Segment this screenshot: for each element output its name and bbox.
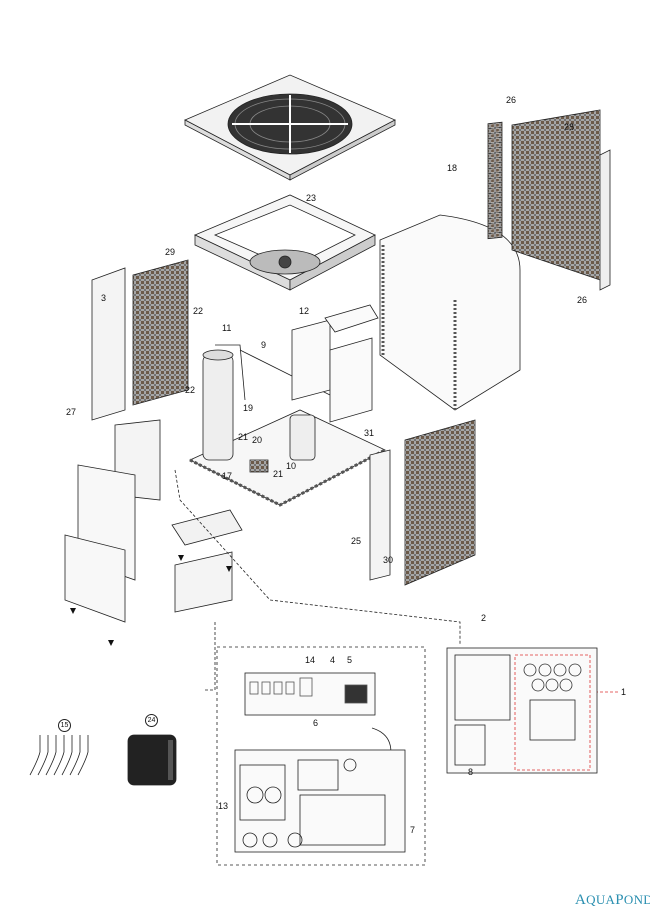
logo-part: OND <box>623 892 650 907</box>
part-label: 22 <box>185 385 196 395</box>
part-label: 6 <box>313 718 319 728</box>
logo-part: A <box>575 892 587 908</box>
tank <box>202 344 331 461</box>
part-label: 4 <box>330 655 336 665</box>
wrap-panel <box>379 214 521 411</box>
part-label: 21 <box>273 469 284 479</box>
part-label: 26 <box>506 95 517 105</box>
part-label: 8 <box>468 767 474 777</box>
part-label: 13 <box>218 801 229 811</box>
part-label: 20 <box>252 435 263 445</box>
aquapond-logo: AQUAPOND <box>575 892 650 909</box>
part-label: 21 <box>238 432 249 442</box>
top-fan-cover <box>184 74 396 181</box>
base-frame <box>189 409 386 507</box>
part-label: 27 <box>66 407 77 417</box>
part-label-circled: 15 <box>58 719 71 732</box>
part-label: 17 <box>222 471 233 481</box>
part-label: 11 <box>222 323 232 333</box>
part-label: 26 <box>577 295 588 305</box>
part-label: 23 <box>306 193 317 203</box>
part-label: 31 <box>364 428 375 438</box>
part-label: 18 <box>447 163 458 173</box>
part-label: 3 <box>101 293 107 303</box>
part-label: 22 <box>193 306 204 316</box>
part-label: 30 <box>383 555 394 565</box>
part-label: 28 <box>564 122 575 132</box>
logo-part: P <box>615 892 624 908</box>
part-label-circled: 24 <box>145 714 158 727</box>
part-label: 19 <box>243 403 254 413</box>
part-label: 5 <box>347 655 353 665</box>
part-label: 9 <box>261 340 267 350</box>
part-label: 14 <box>305 655 316 665</box>
part-label: 10 <box>286 461 297 471</box>
fan-frame <box>194 194 376 291</box>
part-label: 12 <box>299 306 310 316</box>
part-label: 29 <box>165 247 176 257</box>
part-label: 7 <box>410 825 416 835</box>
part-label: 1 <box>621 687 627 697</box>
part-label: 2 <box>481 613 487 623</box>
part-label: 25 <box>351 536 362 546</box>
logo-part: QUA <box>586 892 616 907</box>
